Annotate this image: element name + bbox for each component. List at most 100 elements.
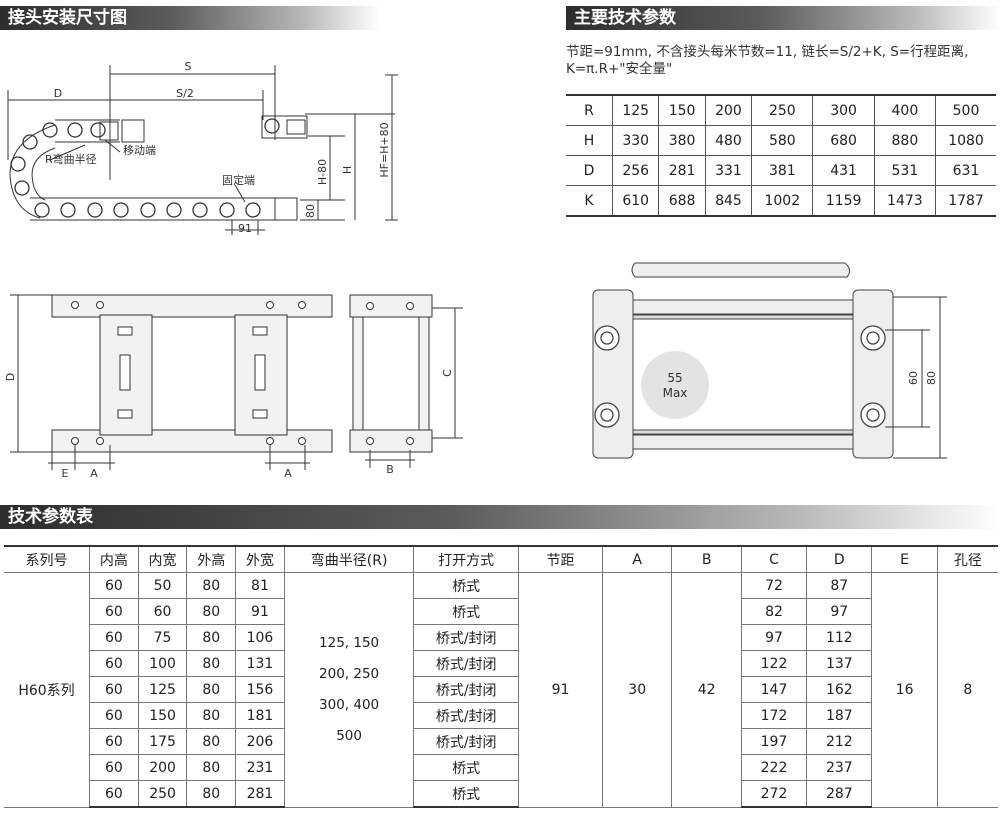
open-type-cell: 桥式 (413, 598, 520, 625)
D-cell: 162 (806, 676, 872, 703)
spec-row-label: H (566, 125, 613, 156)
D-cell: 287 (806, 780, 872, 808)
open-type-cell: 桥式 (413, 572, 520, 599)
column-header: 孔径 (936, 545, 998, 573)
open-type-cell: 桥式/封闭 (413, 676, 520, 703)
cell-ow: 156 (235, 676, 285, 703)
cell-oh: 80 (186, 598, 237, 625)
cell-iw: 60 (137, 598, 188, 625)
cell-iw: 50 (137, 572, 188, 599)
cell-iw: 250 (137, 780, 188, 808)
cell-oh: 80 (186, 572, 237, 599)
spec-cell: 250 (751, 94, 813, 126)
cell-oh: 80 (186, 676, 237, 703)
dim-S2-label: S/2 (176, 87, 194, 100)
cell-ow: 131 (235, 650, 285, 677)
column-header: 外高 (186, 545, 237, 573)
column-header: B (671, 545, 742, 573)
dim-H-label: H (341, 166, 354, 174)
spec-cell: 1080 (935, 125, 996, 156)
D-cell: 237 (806, 754, 872, 781)
cell-ih: 60 (89, 650, 139, 677)
C-cell: 82 (740, 598, 808, 625)
D-cell: 187 (806, 702, 872, 729)
column-header: C (740, 545, 808, 573)
pitch-cell: 91 (518, 572, 603, 808)
hole-cell: 8 (936, 572, 998, 808)
spec-cell: 531 (873, 155, 936, 186)
spec-cell: 431 (812, 155, 875, 186)
max-circle-value: 55 (667, 371, 682, 385)
dim-B-label: B (386, 463, 394, 476)
C-cell: 272 (740, 780, 808, 808)
column-header: 节距 (518, 545, 603, 573)
dim-HF-label: HF=H+80 (378, 122, 391, 177)
spec-cell: 381 (751, 155, 813, 186)
cell-ih: 60 (89, 624, 139, 651)
column-header: D (806, 545, 873, 573)
column-header: 系列号 (4, 545, 90, 573)
tech-table-header: 技术参数表 (0, 505, 1000, 529)
spec-cell: 380 (658, 125, 706, 156)
dim-C-label: C (441, 369, 454, 377)
spec-cell: 610 (611, 185, 659, 217)
spec-cell: 500 (935, 94, 996, 126)
radius-line: 200, 250 (319, 665, 380, 682)
cell-ow: 181 (235, 702, 285, 729)
dim-60-label: 60 (907, 371, 920, 385)
cell-ih: 60 (89, 754, 139, 781)
cell-ow: 106 (235, 624, 285, 651)
link-front-view-drawing: D E A A (4, 294, 333, 480)
spec-cell: 480 (704, 125, 752, 156)
cell-iw: 150 (137, 702, 188, 729)
spec-cell: 631 (935, 155, 996, 186)
C-cell: 147 (740, 676, 808, 703)
cell-iw: 125 (137, 676, 188, 703)
bend-radius-label: R弯曲半径 (45, 152, 97, 166)
link-side-view-drawing: C B (349, 294, 463, 476)
column-header: 打开方式 (413, 545, 520, 573)
spec-cell: 880 (873, 125, 936, 156)
cell-oh: 80 (186, 650, 237, 677)
dim-80-label-3d: 80 (925, 371, 938, 385)
spec-cell: 256 (611, 155, 659, 186)
cell-ow: 206 (235, 728, 285, 755)
cell-oh: 80 (186, 780, 237, 808)
B-cell: 42 (671, 572, 742, 808)
max-circle-label: Max (663, 386, 688, 400)
cell-ih: 60 (89, 702, 139, 729)
C-cell: 197 (740, 728, 808, 755)
radius-line: 300, 400 (319, 696, 380, 713)
spec-cell: 330 (611, 125, 659, 156)
cell-ih: 60 (89, 676, 139, 703)
spec-cell: 580 (751, 125, 813, 156)
spec-cell: 1159 (812, 185, 875, 217)
spec-cell: 200 (704, 94, 752, 126)
spec-cell: 281 (658, 155, 706, 186)
spec-cell: 400 (873, 94, 936, 126)
dim-D-label-front: D (4, 373, 17, 381)
C-cell: 172 (740, 702, 808, 729)
install-diagram-header: 接头安装尺寸图 (0, 6, 380, 30)
spec-row-label: D (566, 155, 613, 186)
dim-S-label: S (185, 60, 192, 73)
spec-cell: 1002 (751, 185, 813, 217)
cell-ih: 60 (89, 572, 139, 599)
dim-A-label-right: A (284, 467, 292, 480)
spec-row-label: K (566, 185, 613, 217)
moving-end-label: 移动端 (123, 144, 156, 157)
open-type-cell: 桥式/封闭 (413, 624, 520, 651)
dim-E-label: E (62, 467, 69, 480)
cell-ow: 91 (235, 598, 285, 625)
C-cell: 97 (740, 624, 808, 651)
cell-iw: 175 (137, 728, 188, 755)
cell-iw: 100 (137, 650, 188, 677)
